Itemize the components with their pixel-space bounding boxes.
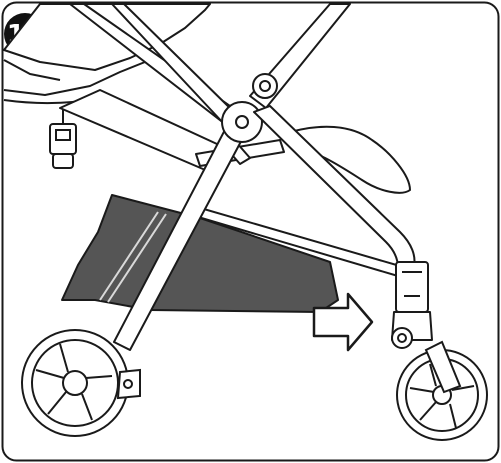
armrest (289, 125, 411, 194)
rear-wheel (21, 329, 141, 437)
main-hinge (221, 101, 263, 143)
basket-strap (99, 211, 167, 303)
upper-frame (69, 3, 351, 135)
front-wheel-connector (391, 261, 433, 349)
harness-buckle-icon (49, 110, 77, 169)
right-arrow-icon (312, 292, 374, 352)
front-wheel (396, 340, 488, 441)
